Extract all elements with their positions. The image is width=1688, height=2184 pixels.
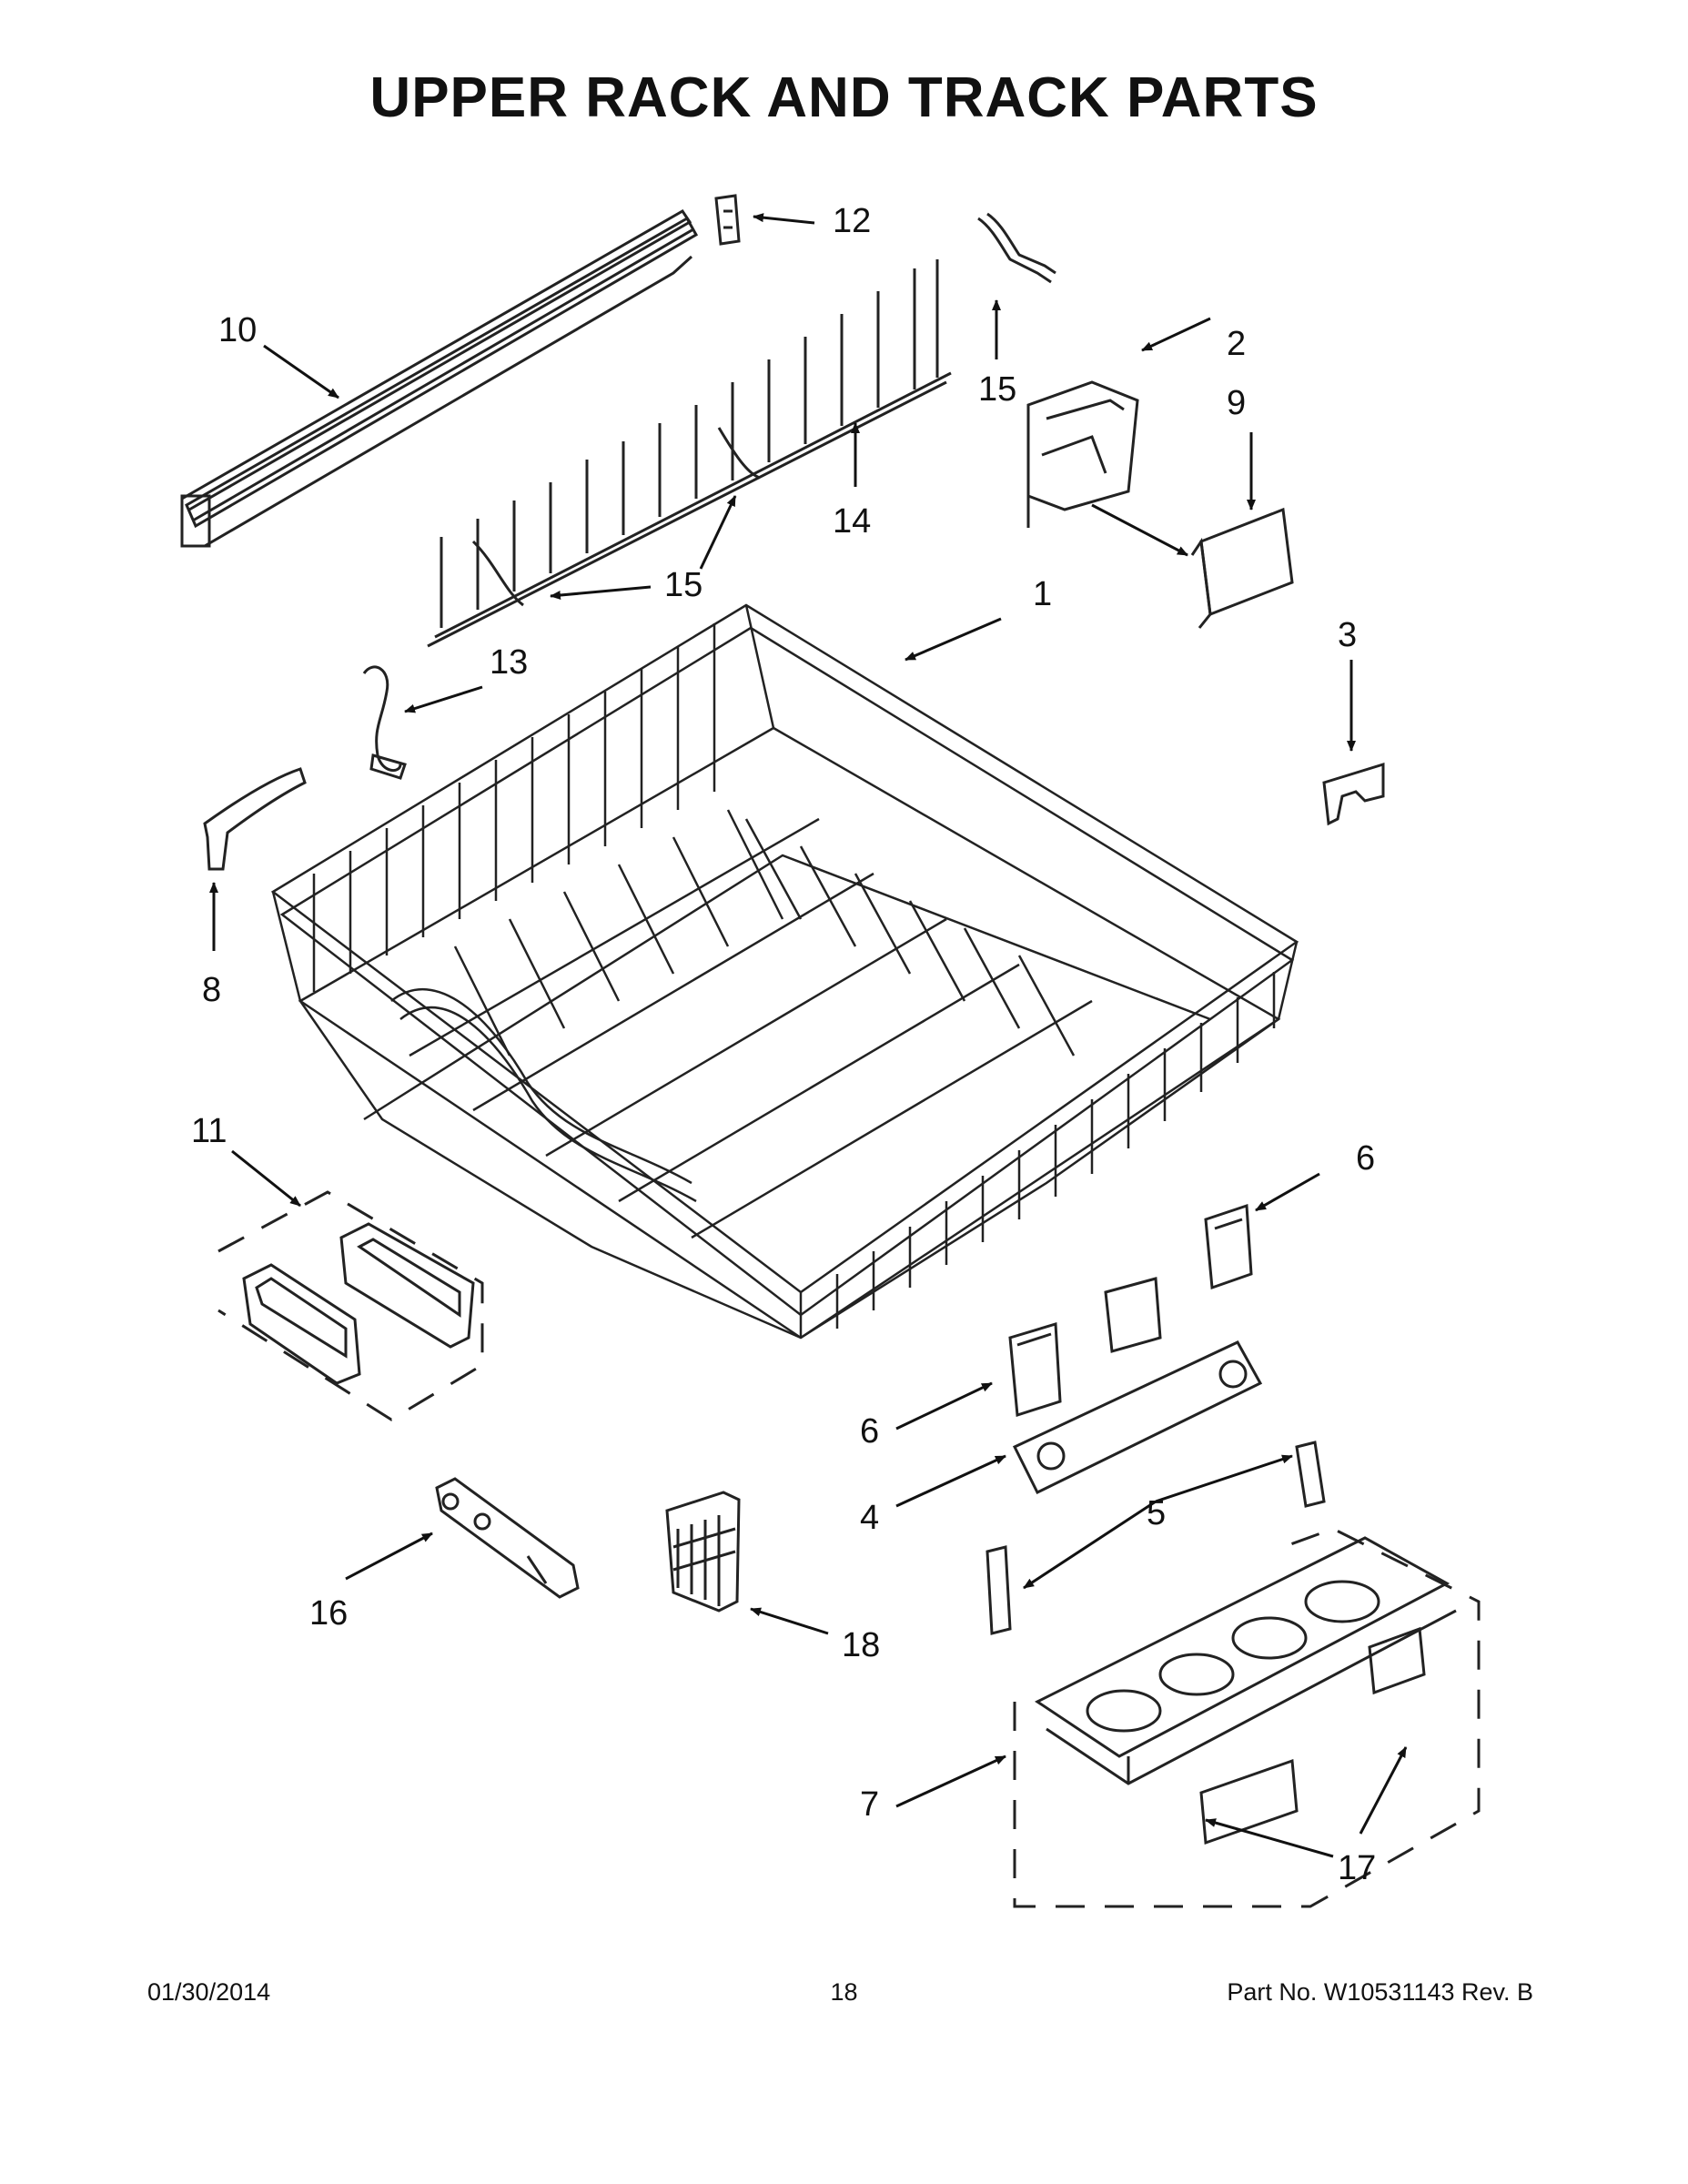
callout-1: 1: [1033, 575, 1052, 613]
footer-date: 01/30/2014: [147, 1978, 271, 2006]
track-rail-part: [180, 209, 699, 548]
tine-row-part: [427, 259, 952, 648]
callout-10: 10: [218, 311, 257, 349]
callout-16: 16: [309, 1594, 348, 1633]
callout-5: 5: [1147, 1494, 1166, 1532]
callout-17: 17: [1338, 1849, 1376, 1887]
callout-6-lower: 6: [860, 1412, 879, 1451]
clip-part-12: [714, 194, 741, 246]
callout-3: 3: [1338, 616, 1357, 654]
callout-12: 12: [833, 202, 871, 240]
upper-rack-basket: [270, 603, 1299, 1340]
lever-part-8: [203, 767, 307, 871]
callout-11: 11: [191, 1112, 227, 1150]
adjuster-assembly-parts: [986, 1203, 1326, 1635]
cover-part-9: [1190, 507, 1294, 629]
callout-9: 9: [1227, 384, 1246, 422]
bracket-part-2: [1026, 380, 1139, 528]
vent-assembly-part-11: [217, 1190, 484, 1421]
callout-7: 7: [860, 1785, 879, 1824]
footer-part-number: Part No. W10531143 Rev. B: [1227, 1978, 1533, 2006]
callout-8: 8: [202, 971, 221, 1009]
silverware-basket-part-18: [665, 1491, 741, 1613]
callout-14: 14: [833, 502, 871, 541]
callout-4: 4: [860, 1499, 879, 1537]
clip-part-3: [1322, 762, 1385, 826]
cup-shelf-assembly-part-7: [1013, 1527, 1481, 1908]
hook-part-15: [977, 212, 1056, 284]
callout-arrows: [209, 213, 1408, 1858]
part-16: [435, 1477, 580, 1599]
page-title: UPPER RACK AND TRACK PARTS: [369, 66, 1319, 129]
callout-15-lower: 15: [664, 566, 702, 604]
callout-6-upper: 6: [1356, 1139, 1375, 1178]
callout-2: 2: [1227, 325, 1246, 363]
callout-labels: 1 2 3 4 5 6 6 7 8 9 10 11 12 13 14 15 15…: [191, 202, 1376, 1887]
callout-15-upper: 15: [978, 370, 1016, 409]
footer-page-number: 18: [830, 1978, 858, 2006]
callout-18: 18: [842, 1626, 880, 1664]
arm-part-13: [362, 665, 407, 780]
callout-13: 13: [490, 643, 528, 682]
